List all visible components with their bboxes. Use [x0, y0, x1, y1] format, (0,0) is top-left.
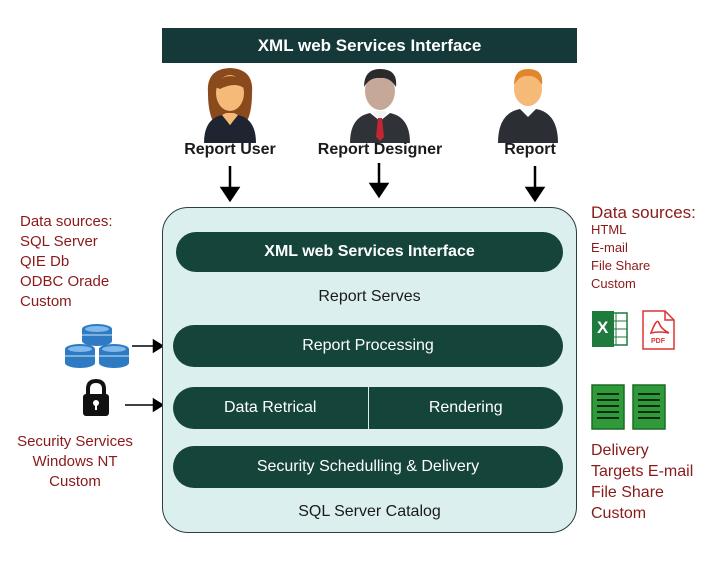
delivery-line: File Share [591, 484, 664, 501]
rendering-segment: Rendering [369, 387, 564, 429]
left-security-services: Security Services Windows NT Custom [10, 432, 140, 492]
document-icon [632, 384, 666, 430]
delivery-line: Delivery [591, 442, 649, 459]
left-source-line: Data sources: [20, 213, 113, 230]
right-source-line: Custom [591, 276, 636, 291]
delivery-line: Custom [591, 505, 647, 522]
right-source-line: E-mail [591, 240, 628, 255]
sql-server-catalog-label: SQL Server Catalog [298, 503, 441, 520]
xml-interface-label: XML web Services Interface [264, 243, 475, 260]
designer-man-icon [340, 63, 420, 143]
database-icon [64, 323, 130, 369]
xml-interface-pill: XML web Services Interface [176, 232, 563, 272]
security-line: Security Services [17, 433, 133, 450]
arrow-user-head [219, 186, 241, 203]
actor-label-report: Report [504, 141, 556, 158]
top-services-title: XML web Services Interface [257, 35, 482, 55]
left-source-line: Custom [20, 293, 72, 310]
data-retrieval-label: Data Retrical [224, 399, 317, 416]
pdf-label: PDF [651, 338, 665, 345]
left-data-sources: Data sources: SQL Server QIE Db ODBC Ora… [20, 212, 113, 312]
left-source-line: ODBC Orade [20, 273, 110, 290]
pdf-icon: PDF [641, 309, 677, 351]
security-scheduling-pill: Security Schedulling & Delivery [173, 446, 563, 488]
right-source-line: File Share [591, 258, 651, 273]
security-scheduling-label: Security Schedulling & Delivery [256, 458, 480, 475]
user-woman-icon [190, 63, 270, 143]
left-source-line: SQL Server [20, 233, 98, 250]
document-icon [591, 384, 625, 430]
excel-icon: X [591, 309, 629, 349]
arrow-db-head [152, 338, 165, 354]
user-man-icon [488, 63, 568, 143]
right-source-line: HTML [591, 222, 627, 237]
report-serves-label: Report Serves [318, 288, 421, 305]
security-line: Custom [49, 473, 101, 490]
right-data-sources: HTML E-mail File Share Custom [591, 221, 650, 293]
data-retrieval-segment: Data Retrical [173, 387, 369, 429]
delivery-line: Targets E-mail [591, 463, 694, 480]
arrow-report-head [524, 186, 546, 203]
arrow-lock-head [152, 397, 165, 413]
right-delivery-targets: Delivery Targets E-mail File Share Custo… [591, 440, 693, 524]
retrieval-rendering-pill: Data Retrical Rendering [173, 387, 563, 429]
top-services-bar: XML web Services Interface [162, 28, 577, 63]
security-line: Windows NT [32, 453, 118, 470]
report-processing-label: Report Processing [302, 337, 434, 354]
left-source-line: QIE Db [20, 253, 70, 270]
arrow-designer-head [368, 182, 390, 199]
lock-icon [80, 378, 112, 418]
excel-letter: X [597, 318, 609, 337]
report-processing-pill: Report Processing [173, 325, 563, 367]
rendering-label: Rendering [428, 399, 503, 416]
actor-label-report-user: Report User [184, 141, 276, 158]
actor-label-report-designer: Report Designer [317, 141, 443, 158]
right-sources-title: Data sources: [591, 203, 696, 222]
